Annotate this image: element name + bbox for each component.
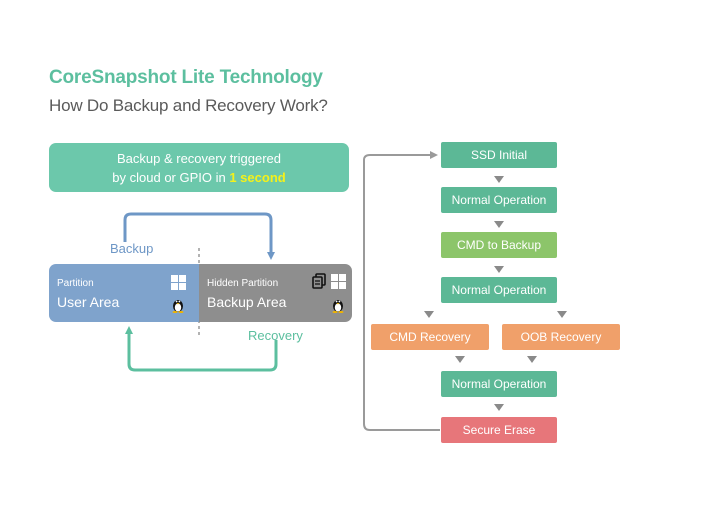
user-area-partition: Partition User Area: [49, 264, 199, 322]
trigger-line-2-prefix: by cloud or GPIO in: [112, 169, 230, 185]
trigger-line-1: Backup & recovery triggered: [116, 150, 282, 166]
down-arrow-6: [494, 404, 504, 411]
down-arrow-1: [494, 176, 504, 183]
backup-arrow: [123, 212, 275, 260]
down-arrow-2: [494, 221, 504, 228]
windows-icon: [331, 274, 346, 289]
backup-area-partition: Hidden Partition Backup Area: [199, 264, 352, 322]
down-arrow-4a: [424, 311, 434, 318]
down-arrow-4b: [557, 311, 567, 318]
loop-back-arrow: [363, 151, 440, 431]
recovery-arrow: [125, 326, 278, 372]
flow-ssd-initial: SSD Initial: [441, 142, 557, 168]
flow-down-arrows: [424, 176, 567, 411]
flow-cmd-to-backup: CMD to Backup: [441, 232, 557, 258]
down-arrow-3: [494, 266, 504, 273]
flow-oob-recovery: OOB Recovery: [502, 324, 620, 350]
trigger-line-2: by cloud or GPIO in 1 second: [112, 168, 285, 187]
linux-icon: [332, 300, 344, 313]
user-partition-label: Partition: [57, 278, 94, 289]
recovery-label: Recovery: [248, 328, 303, 343]
user-area-label: User Area: [57, 294, 120, 310]
linux-icon: [172, 300, 184, 313]
backup-label: Backup: [110, 241, 154, 256]
trigger-box: Backup & recovery triggered by cloud or …: [49, 143, 349, 192]
flow-normal-operation-1: Normal Operation: [441, 187, 557, 213]
page-subtitle: How Do Backup and Recovery Work?: [49, 96, 328, 115]
flow-secure-erase: Secure Erase: [441, 417, 557, 443]
down-arrow-5a: [455, 356, 465, 363]
page-title: CoreSnapshot Lite Technology: [49, 67, 323, 88]
copy-icon: [312, 273, 326, 289]
trigger-highlight: 1 second: [229, 169, 286, 185]
backup-area-label: Backup Area: [207, 294, 287, 310]
hidden-partition-label: Hidden Partition: [207, 278, 279, 289]
down-arrow-5b: [527, 356, 537, 363]
partition-bar: Partition User Area Hidden Partition Bac…: [49, 264, 352, 322]
flow-normal-operation-3: Normal Operation: [441, 371, 557, 397]
flow-cmd-recovery: CMD Recovery: [371, 324, 489, 350]
windows-icon: [171, 275, 186, 290]
flow-normal-operation-2: Normal Operation: [441, 277, 557, 303]
